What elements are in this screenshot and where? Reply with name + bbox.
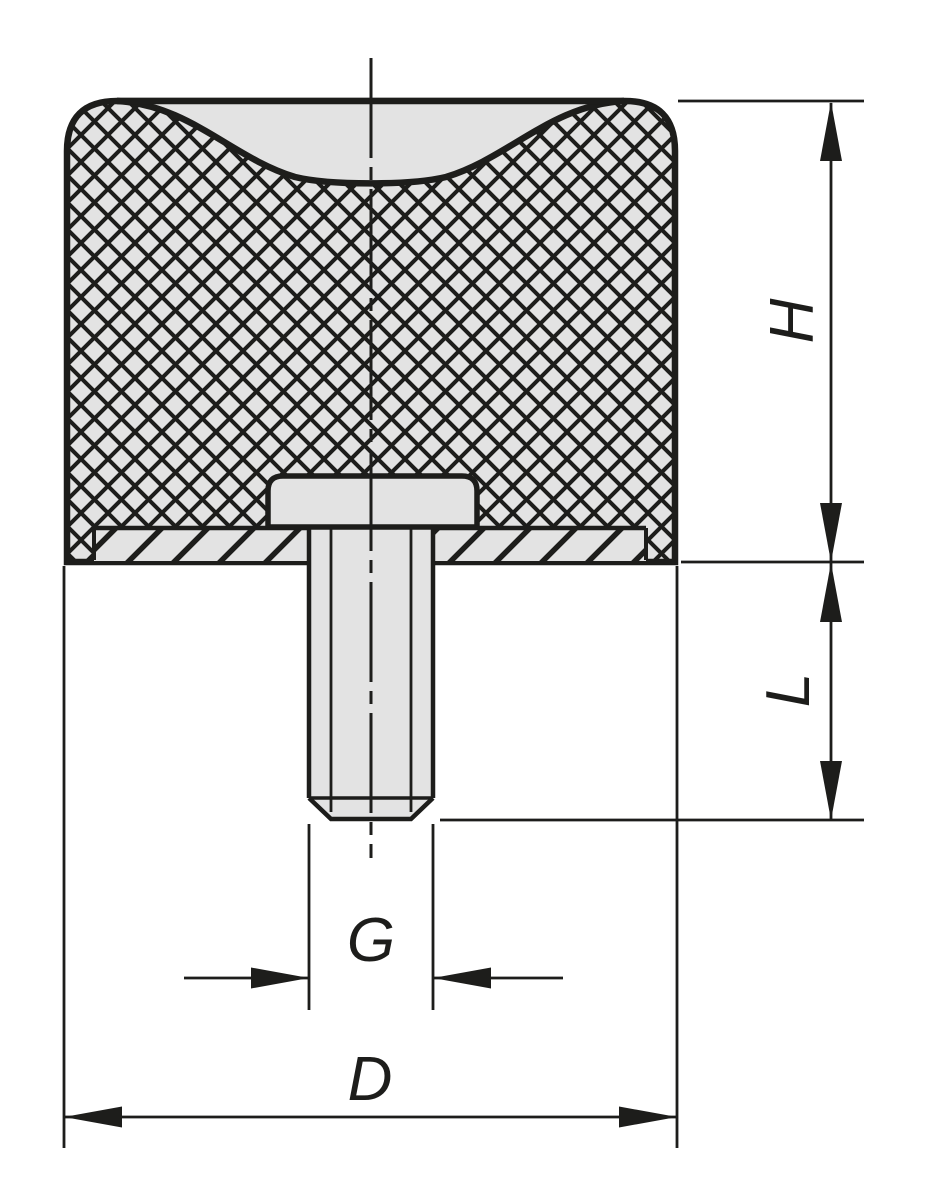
l-arrow-up [820,563,842,622]
g-arrow-left-pointing [433,967,491,989]
rubber-body-outline [63,97,679,566]
l-arrow-down [820,761,842,820]
dimension-l: L [440,563,864,822]
dimension-label-l: L [754,673,823,707]
dimension-g: G [184,824,563,1010]
d-arrow-left [64,1106,122,1128]
stud-major-diameter-lines [306,527,436,798]
dimension-label-d: D [348,1045,393,1114]
d-arrow-right [619,1106,677,1128]
d-extension-lines [62,566,679,1148]
dimension-label-h: H [758,298,827,343]
dimension-label-g: G [347,906,395,975]
dimension-h: H [678,99,864,564]
h-arrow-down [820,503,842,562]
stud-chamfer-tip [307,796,435,822]
metal-plate-end-edges [92,528,648,560]
stud-minor-diameter-lines [329,527,413,812]
h-arrow-up [820,102,842,161]
g-arrow-right-pointing [251,967,309,989]
top-recess-curve [116,97,625,187]
dimension-d: D [62,566,679,1148]
